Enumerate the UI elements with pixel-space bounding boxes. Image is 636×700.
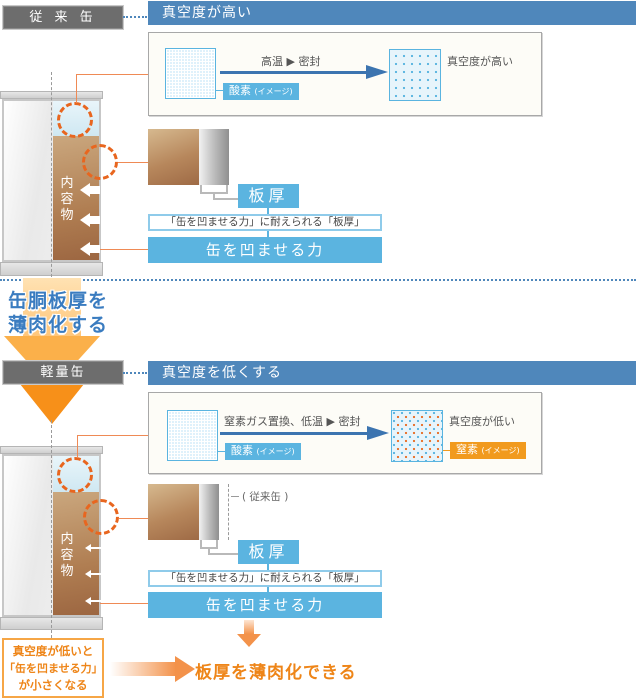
conventional-thickness-reference-line [228, 484, 229, 540]
oxygen-label-text: 酸素 [231, 444, 253, 457]
leader-line [76, 74, 77, 103]
process-arrow-head-icon [366, 65, 388, 79]
bracket-stem [213, 198, 239, 200]
small-down-arrow-icon [237, 634, 261, 647]
label-leader [443, 450, 451, 451]
vacuum-header-low: 真空度を低くする [148, 361, 636, 385]
oxygen-label: 酸素 (イメージ) [225, 443, 301, 460]
leader-line [100, 603, 148, 604]
oxygen-label-note: (イメージ) [256, 447, 295, 456]
process-arrow-head-icon [367, 426, 389, 440]
bracket-stem [213, 194, 215, 199]
leader-line [76, 74, 148, 75]
pressure-arrow-small-icon [85, 544, 101, 552]
cause-line2: 「缶を凹ませる力」 [4, 662, 103, 675]
oxygen-particles-dense [165, 48, 216, 99]
cause-line1: 真空度が低いと [12, 644, 94, 658]
result-arrow-shaft [110, 662, 176, 676]
nitrogen-label: 窒素 (イメージ) [450, 442, 526, 459]
can-centerline [51, 420, 52, 638]
bracket-stem [208, 549, 210, 554]
result-arrow-icon [175, 656, 195, 682]
pressure-arrow-small-icon [85, 597, 101, 605]
leader-line [118, 162, 148, 163]
oxygen-label-text: 酸素 [229, 84, 251, 97]
result-text: 板厚を薄肉化できる [195, 663, 357, 683]
process-arrow-shaft [220, 71, 368, 74]
can-wall-thin-swatch [199, 484, 219, 540]
oxygen-label: 酸素 (イメージ) [223, 83, 299, 100]
cause-line3: が小さくなる [18, 678, 88, 692]
leader-line [119, 518, 148, 519]
vacuum-result-text: 真空度が低い [449, 415, 515, 428]
process-box-lightweight: 窒素ガス置換、低温 ▶ 密封 酸素 (イメージ) 真空度が低い 窒素 (イメージ… [148, 392, 542, 474]
label-leader [218, 451, 226, 452]
pressure-arrow-small-icon [85, 570, 101, 578]
process-arrow-shaft [220, 432, 370, 435]
connector [267, 208, 269, 214]
cause-box: 真空度が低いと 「缶を凹ませる力」 が小さくなる [2, 638, 104, 698]
leader-line [77, 435, 148, 436]
transition-text-line1: 缶胴板厚を [8, 290, 109, 312]
process-step-text: 窒素ガス置換、低温 ▶ 密封 [224, 415, 361, 428]
pressure-arrow-icon [80, 183, 100, 197]
oxygen-label-note: (イメージ) [254, 87, 293, 96]
thickness-note: 「缶を凹ませる力」に耐えられる「板厚」 [148, 570, 382, 587]
headspace-highlight-circle [57, 102, 93, 138]
big-arrow-lower-head-icon [20, 384, 84, 424]
contents-swatch [148, 484, 199, 540]
thickness-note: 「缶を凹ませる力」に耐えられる「板厚」 [148, 214, 382, 231]
nitrogen-label-text: 窒素 [456, 443, 478, 456]
bracket-stem [208, 553, 239, 555]
connector-dotted [123, 16, 147, 18]
leader-line [100, 249, 148, 250]
oxygen-particles-dense [167, 410, 218, 461]
process-box-conventional: 高温 ▶ 密封 酸素 (イメージ) 真空度が高い [148, 32, 542, 116]
denting-force-bar: 缶を凹ませる力 [148, 592, 382, 618]
nitrogen-oxygen-particles [391, 410, 443, 462]
process-step-text: 高温 ▶ 密封 [261, 55, 321, 68]
can-wall-thick-swatch [199, 129, 229, 185]
connector-dotted [123, 372, 147, 374]
thickness-bracket [200, 540, 218, 549]
big-arrow-shaft [23, 278, 81, 336]
connector [267, 564, 269, 570]
wall-highlight-circle [83, 499, 119, 535]
thickness-label: 板厚 [238, 540, 299, 564]
vacuum-header-high: 真空度が高い [148, 1, 636, 25]
nitrogen-label-note: (イメージ) [481, 446, 520, 455]
can-type-tag-conventional: 従 来 缶 [2, 5, 124, 30]
reference-leader [231, 496, 239, 497]
pressure-arrow-icon [80, 242, 100, 256]
pressure-arrow-icon [80, 213, 100, 227]
conventional-reference-note: ( 従来缶 ) [242, 491, 289, 503]
contents-label: 内容物 [60, 532, 74, 579]
thickness-label: 板厚 [238, 184, 299, 208]
label-leader [216, 90, 224, 91]
particles-sparse [389, 49, 441, 101]
leader-line [77, 435, 78, 458]
can-type-tag-lightweight: 軽量缶 [2, 360, 124, 385]
thickness-bracket [200, 185, 228, 194]
headspace-highlight-circle [57, 457, 93, 493]
section-divider [0, 279, 636, 281]
wall-highlight-circle [82, 144, 118, 180]
small-down-arrow-shaft [244, 620, 254, 634]
transition-text-line2: 薄肉化する [8, 314, 109, 336]
connector [267, 231, 269, 237]
can-centerline [51, 72, 52, 277]
vacuum-result-text: 真空度が高い [447, 55, 513, 68]
denting-force-bar: 缶を凹ませる力 [148, 237, 382, 263]
contents-label: 内容物 [60, 176, 74, 223]
connector [267, 587, 269, 592]
contents-swatch [148, 129, 199, 185]
